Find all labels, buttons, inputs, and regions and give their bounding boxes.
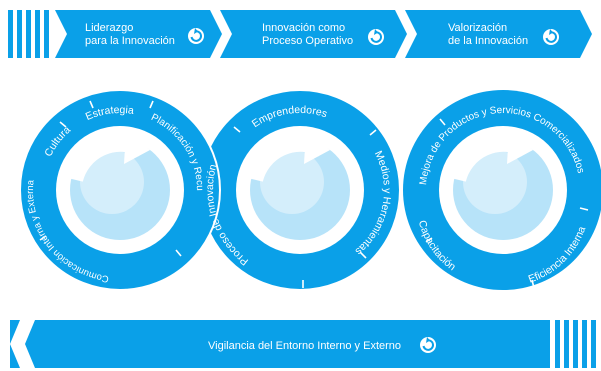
stripe xyxy=(26,10,31,58)
cycle-icon xyxy=(188,28,204,44)
cycle-icon xyxy=(420,337,436,353)
banner-valorizacion xyxy=(405,10,592,58)
stripe xyxy=(17,10,22,58)
banner-liderazgo-line1: Liderazgo xyxy=(85,22,133,34)
bottom-banner-label: Vigilancia del Entorno Interno y Externo xyxy=(208,340,401,352)
banner-liderazgo xyxy=(55,10,222,58)
banner-valorizacion-line1: Valorización xyxy=(448,22,507,34)
cycle-1-core xyxy=(56,126,184,254)
cycle-arrow-icon xyxy=(304,130,330,164)
stripe xyxy=(8,10,13,58)
cycle-2-separators xyxy=(233,126,377,288)
stripe xyxy=(582,320,587,368)
stripe xyxy=(555,320,560,368)
top-banner-row: Liderazgo para la Innovación Innovación … xyxy=(8,10,592,58)
bottom-banner: Vigilancia del Entorno Interno y Externo xyxy=(10,320,596,368)
banner-liderazgo-line2: para la Innovación xyxy=(85,35,175,47)
cycle-icon xyxy=(368,29,384,45)
bottom-banner-body xyxy=(25,320,550,368)
stripe xyxy=(564,320,569,368)
banner-innovacion-line2: Proceso Operativo xyxy=(262,35,353,47)
stripe xyxy=(35,10,40,58)
banner-innovacion xyxy=(220,10,407,58)
cycle-2-core xyxy=(236,126,364,254)
cycle-icon xyxy=(543,29,559,45)
cycle-1-separators xyxy=(39,100,182,257)
cycle-arrow-icon xyxy=(124,130,150,164)
cycle-3-core xyxy=(439,126,567,254)
stripe xyxy=(573,320,578,368)
stripe xyxy=(44,10,49,58)
stripe xyxy=(591,320,596,368)
bottom-left-notch xyxy=(10,320,20,368)
cycle-arrow-icon xyxy=(507,130,533,164)
banner-innovacion-line1: Innovación como xyxy=(262,22,345,34)
banner-valorizacion-line2: de la Innovación xyxy=(448,35,528,47)
cycle-3-separators xyxy=(425,118,589,289)
